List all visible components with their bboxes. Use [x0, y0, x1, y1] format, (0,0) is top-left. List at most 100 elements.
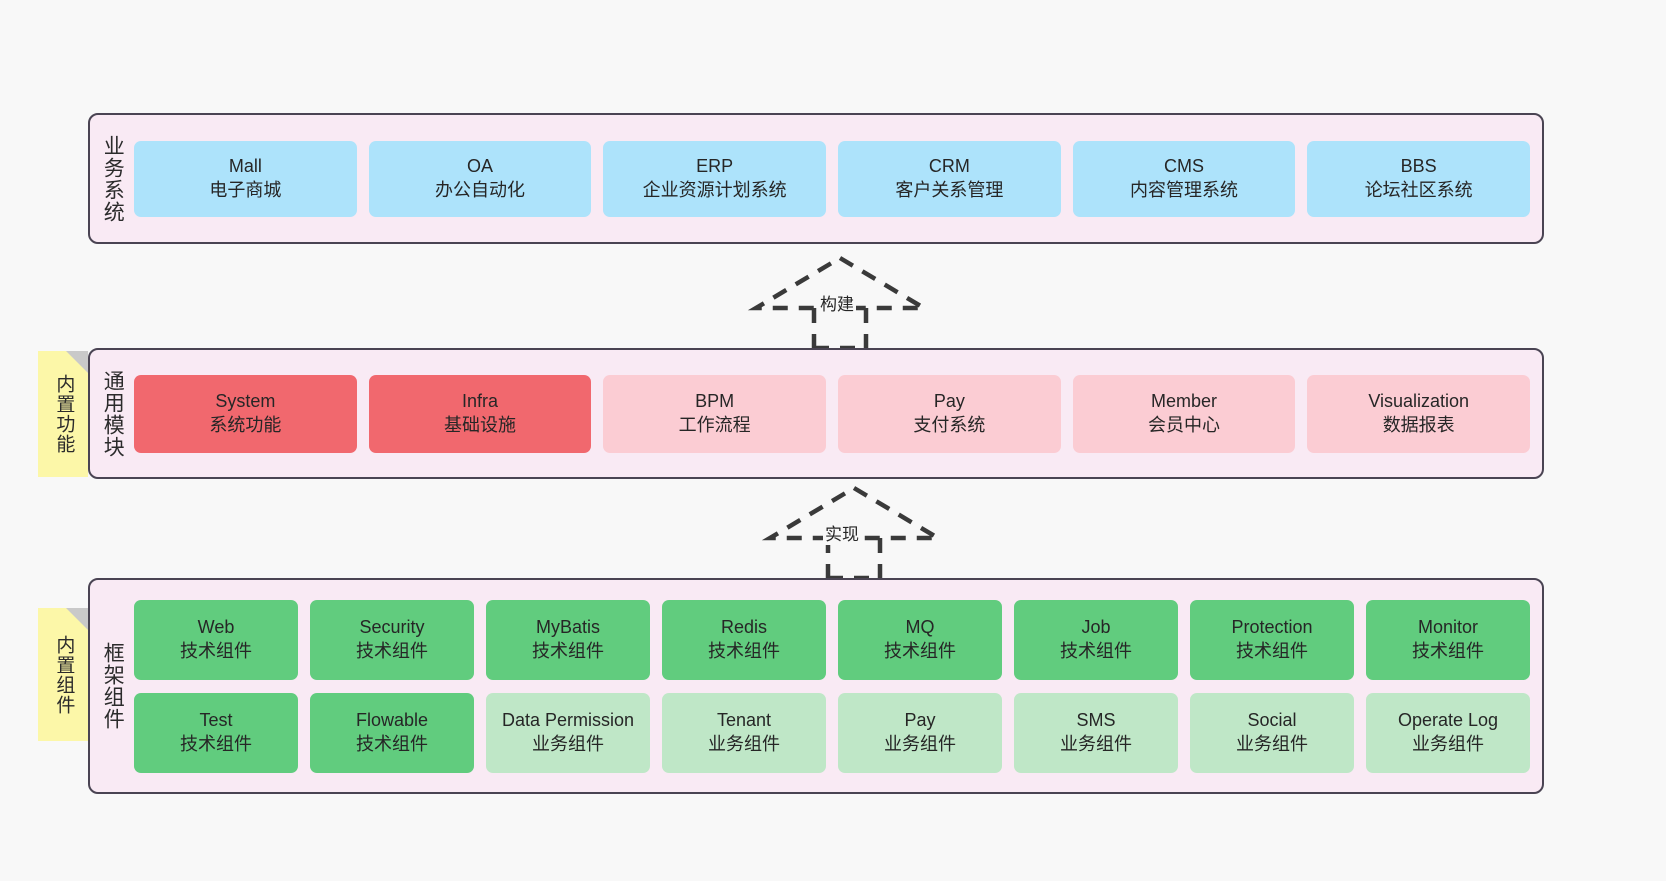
card-title: CMS [1164, 155, 1205, 176]
card-title: Test [199, 709, 233, 730]
card-subtitle: 业务组件 [1236, 733, 1308, 754]
card-subtitle: 客户关系管理 [895, 179, 1004, 200]
card-data-permission[interactable]: Data Permission 业务组件 [486, 692, 650, 773]
card-subtitle: 企业资源计划系统 [642, 179, 787, 200]
card-title: Web [197, 616, 235, 637]
card-title: Visualization [1368, 390, 1470, 411]
card-subtitle: 技术组件 [532, 640, 604, 661]
card-title: Security [359, 616, 425, 637]
card-title: SMS [1076, 709, 1116, 730]
card-title: Job [1081, 616, 1111, 637]
card-row: Test 技术组件 Flowable 技术组件 Data Permission … [134, 692, 1530, 773]
card-subtitle: 业务组件 [708, 733, 780, 754]
card-protection[interactable]: Protection 技术组件 [1190, 599, 1354, 680]
card-tenant[interactable]: Tenant 业务组件 [662, 692, 826, 773]
card-subtitle: 系统功能 [209, 414, 282, 435]
layer-business-system: 业务系统 Mall 电子商城 OA 办公自动化 ERP 企业资源计划系统 CRM… [88, 113, 1544, 244]
card-subtitle: 技术组件 [356, 733, 428, 754]
card-subtitle: 技术组件 [180, 733, 252, 754]
card-mybatis[interactable]: MyBatis 技术组件 [486, 599, 650, 680]
card-infra[interactable]: Infra 基础设施 [368, 374, 592, 453]
card-sms[interactable]: SMS 业务组件 [1014, 692, 1178, 773]
card-title: Protection [1231, 616, 1313, 637]
arrow-label-implement: 实现 [823, 520, 861, 545]
card-system[interactable]: System 系统功能 [134, 374, 357, 453]
card-operate-log[interactable]: Operate Log 业务组件 [1366, 692, 1530, 773]
card-title: BPM [695, 390, 735, 411]
card-subtitle: 技术组件 [1236, 640, 1308, 661]
card-title: MQ [905, 616, 935, 637]
card-subtitle: 业务组件 [884, 733, 956, 754]
layer-title-common: 通用模块 [101, 369, 125, 458]
card-member[interactable]: Member 会员中心 [1072, 374, 1296, 453]
card-title: ERP [696, 155, 734, 176]
card-redis[interactable]: Redis 技术组件 [662, 599, 826, 680]
card-monitor[interactable]: Monitor 技术组件 [1366, 599, 1530, 680]
card-visualization[interactable]: Visualization 数据报表 [1307, 374, 1531, 453]
card-test[interactable]: Test 技术组件 [134, 692, 298, 773]
card-title: Pay [904, 709, 936, 730]
card-title: Redis [720, 616, 768, 637]
card-subtitle: 支付系统 [913, 414, 986, 435]
card-title: Operate Log [1397, 709, 1499, 730]
card-title: Member [1151, 390, 1218, 411]
card-subtitle: 技术组件 [884, 640, 956, 661]
card-title: System [215, 390, 276, 411]
card-mall[interactable]: Mall 电子商城 [134, 140, 357, 217]
card-flowable[interactable]: Flowable 技术组件 [310, 692, 474, 773]
card-security[interactable]: Security 技术组件 [310, 599, 474, 680]
layer-body-business: Mall 电子商城 OA 办公自动化 ERP 企业资源计划系统 CRM 客户关系… [134, 115, 1542, 242]
card-bbs[interactable]: BBS 论坛社区系统 [1307, 140, 1531, 217]
arrow-head-triangle [761, 485, 947, 541]
card-title: MyBatis [535, 616, 600, 637]
card-subtitle: 基础设施 [444, 414, 516, 435]
card-subtitle: 办公自动化 [435, 179, 525, 200]
card-title: CRM [928, 155, 970, 176]
card-cms[interactable]: CMS 内容管理系统 [1072, 140, 1296, 217]
card-job[interactable]: Job 技术组件 [1014, 599, 1178, 680]
card-social[interactable]: Social 业务组件 [1190, 692, 1354, 773]
note-fold-icon [66, 351, 88, 373]
card-title: Data Permission [501, 709, 635, 730]
card-title: Mall [228, 155, 262, 176]
arrow-label-build: 构建 [818, 290, 856, 315]
layer-common-modules: 通用模块 System 系统功能 Infra 基础设施 BPM 工作流程 Pay… [88, 348, 1544, 479]
card-crm[interactable]: CRM 客户关系管理 [838, 140, 1061, 217]
card-title: Social [1247, 709, 1297, 730]
card-erp[interactable]: ERP 企业资源计划系统 [603, 140, 827, 217]
card-subtitle: 工作流程 [678, 414, 751, 435]
layer-title-framework: 框架组件 [101, 642, 125, 730]
note-fold-icon [66, 608, 88, 630]
card-oa[interactable]: OA 办公自动化 [368, 140, 592, 217]
card-subtitle: 业务组件 [1412, 733, 1484, 754]
card-subtitle: 业务组件 [532, 733, 604, 754]
card-bpm[interactable]: BPM 工作流程 [603, 374, 827, 453]
card-title: Monitor [1417, 616, 1479, 637]
card-title: OA [467, 155, 494, 176]
card-subtitle: 技术组件 [180, 640, 252, 661]
card-subtitle: 数据报表 [1382, 414, 1455, 435]
card-pay-business[interactable]: Pay 业务组件 [838, 692, 1002, 773]
card-subtitle: 技术组件 [1060, 640, 1132, 661]
card-subtitle: 论坛社区系统 [1364, 179, 1473, 200]
note-label: 内置组件 [53, 634, 75, 715]
card-title: Tenant [716, 709, 772, 730]
card-title: Infra [461, 390, 499, 411]
sticky-note-builtin-features: 内置功能 [38, 351, 88, 477]
layer-framework-components: 框架组件 Web 技术组件 Security 技术组件 MyBatis 技术组件… [88, 578, 1544, 794]
card-subtitle: 技术组件 [708, 640, 780, 661]
card-mq[interactable]: MQ 技术组件 [838, 599, 1002, 680]
card-row: Web 技术组件 Security 技术组件 MyBatis 技术组件 Redi… [134, 599, 1530, 680]
card-pay[interactable]: Pay 支付系统 [838, 374, 1061, 453]
card-title: BBS [1400, 155, 1437, 176]
card-subtitle: 会员中心 [1148, 414, 1221, 435]
card-title: Pay [933, 390, 965, 411]
card-subtitle: 电子商城 [209, 179, 282, 200]
layer-body-common: System 系统功能 Infra 基础设施 BPM 工作流程 Pay 支付系统… [134, 350, 1542, 477]
card-subtitle: 内容管理系统 [1130, 179, 1239, 200]
card-row: System 系统功能 Infra 基础设施 BPM 工作流程 Pay 支付系统… [134, 374, 1531, 453]
card-subtitle: 业务组件 [1060, 733, 1132, 754]
card-title: Flowable [355, 709, 429, 730]
card-web[interactable]: Web 技术组件 [134, 599, 298, 680]
